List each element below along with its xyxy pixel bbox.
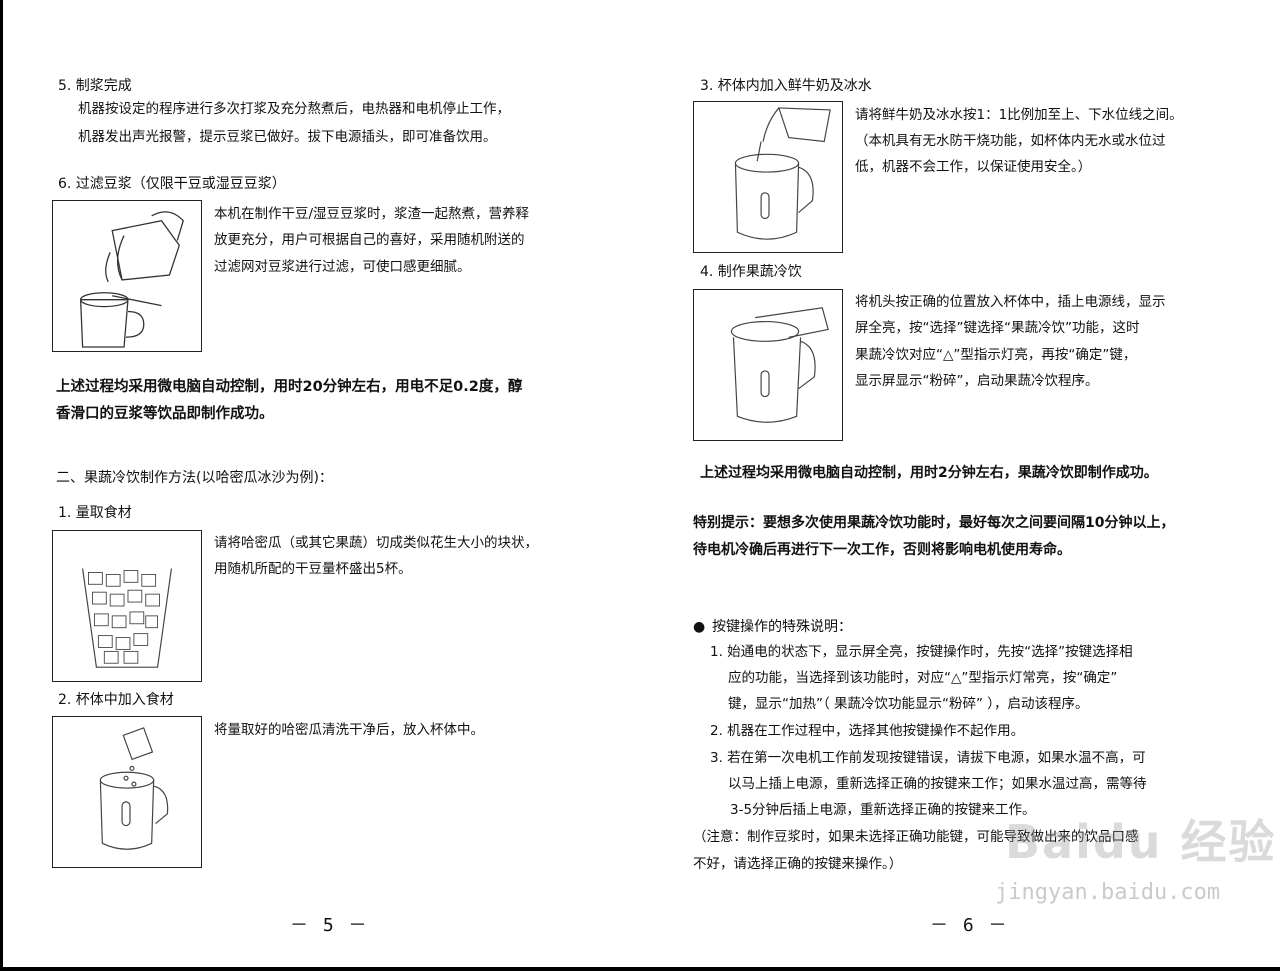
step4-title: 4. 制作果蔬冷饮	[700, 264, 802, 280]
baidu-jingyan-watermark-logo: Baidu 经验	[1005, 815, 1277, 869]
left-summary-line-1: 上述过程均采用微电脑自动控制，用时20分钟左右，用电不足0.2度，醇	[56, 379, 523, 395]
keys-item3-line-1: 3. 若在第一次电机工作前发现按键错误，请拔下电源，如果水温不高，可	[710, 750, 1146, 766]
right-summary: 上述过程均采用微电脑自动控制，用时2分钟左右，果蔬冷饮即制作成功。	[700, 465, 1158, 481]
filter-soymilk-illustration	[52, 200, 202, 352]
step5-title: 5. 制浆完成	[58, 78, 132, 94]
step5-line-2: 机器发出声光报警，提示豆浆已做好。拔下电源插头，即可准备饮用。	[78, 129, 497, 145]
step4-line-4: 显示屏显示“粉碎”，启动果蔬冷饮程序。	[855, 373, 1099, 389]
keys-item1-line-3: 键，显示“加热”（ 果蔬冷饮功能显示“粉碎” ），启动该程序。	[728, 696, 1089, 712]
keys-item3-line-2: 以马上插上电源，重新选择正确的按键来工作；如果水温过高，需等待	[728, 776, 1147, 792]
step4-line-2: 屏全亮，按“选择”键选择“果蔬冷饮”功能，这时	[855, 320, 1140, 336]
page-number-5: － 5 －	[290, 915, 369, 936]
step3-line-2: （本机具有无水防干烧功能，如杯体内无水或水位过	[855, 133, 1166, 149]
keys-item1-line-1: 1. 始通电的状态下，显示屏全亮，按键操作时，先按“选择”按键选择相	[710, 644, 1133, 660]
step4-line-1: 将机头按正确的位置放入杯体中，插上电源线，显示	[855, 294, 1166, 310]
baidu-jingyan-watermark-url: jingyan.baidu.com	[995, 880, 1221, 905]
note-line-1: （注意：制作豆浆时，如果未选择正确功能键，可能导致做出来的饮品口感	[693, 829, 1139, 845]
keys-title: 按键操作的特殊说明：	[712, 619, 852, 635]
step2-title: 2. 杯体中加入食材	[58, 692, 174, 708]
step6-line-3: 过滤网对豆浆进行过滤，可使口感更细腻。	[214, 259, 471, 275]
bullet-icon: ●	[693, 619, 706, 635]
keys-item2: 2. 机器在工作过程中，选择其他按键操作不起作用。	[710, 723, 1025, 739]
bottom-border	[0, 967, 1280, 971]
add-milk-illustration	[693, 101, 843, 253]
step1-line-2: 用随机所配的干豆量杯盛出5杯。	[214, 561, 412, 577]
step5-line-1: 机器按设定的程序进行多次打浆及充分熬煮后，电热器和电机停止工作，	[78, 101, 510, 117]
keys-item3-line-3: 3-5分钟后插上电源，重新选择正确的按键来工作。	[730, 802, 1036, 818]
tip-line-2: 待电机冷确后再进行下一次工作，否则将影响电机使用寿命。	[693, 542, 1071, 558]
left-summary-line-2: 香滑口的豆浆等饮品即制作成功。	[56, 406, 274, 422]
keys-item1-line-2: 应的功能，当选择到该功能时，对应“△”型指示灯常亮，按“确定”	[728, 670, 1118, 686]
add-ingredients-illustration	[52, 716, 202, 868]
step4-line-3: 果蔬冷饮对应“△”型指示灯亮，再按“确定”键，	[855, 347, 1137, 363]
section2-heading: 二、果蔬冷饮制作方法(以哈密瓜冰沙为例)：	[56, 470, 333, 486]
step3-line-1: 请将鲜牛奶及冰水按1：1比例加至上、下水位线之间。	[855, 107, 1183, 123]
step1-title: 1. 量取食材	[58, 505, 132, 521]
make-drink-illustration	[693, 289, 843, 441]
step6-line-1: 本机在制作干豆/湿豆豆浆时，浆渣一起熬煮，营养释	[214, 206, 530, 222]
step1-line-1: 请将哈密瓜（或其它果蔬）切成类似花生大小的块状，	[214, 535, 538, 551]
measure-ingredients-illustration	[52, 530, 202, 682]
step3-line-3: 低，机器不会工作，以保证使用安全。）	[855, 159, 1092, 175]
step2-line-1: 将量取好的哈密瓜清洗干净后，放入杯体中。	[214, 722, 484, 738]
left-border	[0, 0, 3, 971]
page-number-6: － 6 －	[930, 915, 1009, 936]
note-line-2: 不好，请选择正确的按键来操作。）	[693, 856, 903, 872]
step6-title: 6. 过滤豆浆（仅限干豆或湿豆豆浆）	[58, 176, 286, 192]
step6-line-2: 放更充分，用户可根据自己的喜好，采用随机附送的	[214, 232, 525, 248]
tip-line-1: 特别提示：要想多次使用果蔬冷饮功能时，最好每次之间要间隔10分钟以上，	[693, 515, 1175, 531]
step3-title: 3. 杯体内加入鲜牛奶及冰水	[700, 78, 872, 94]
